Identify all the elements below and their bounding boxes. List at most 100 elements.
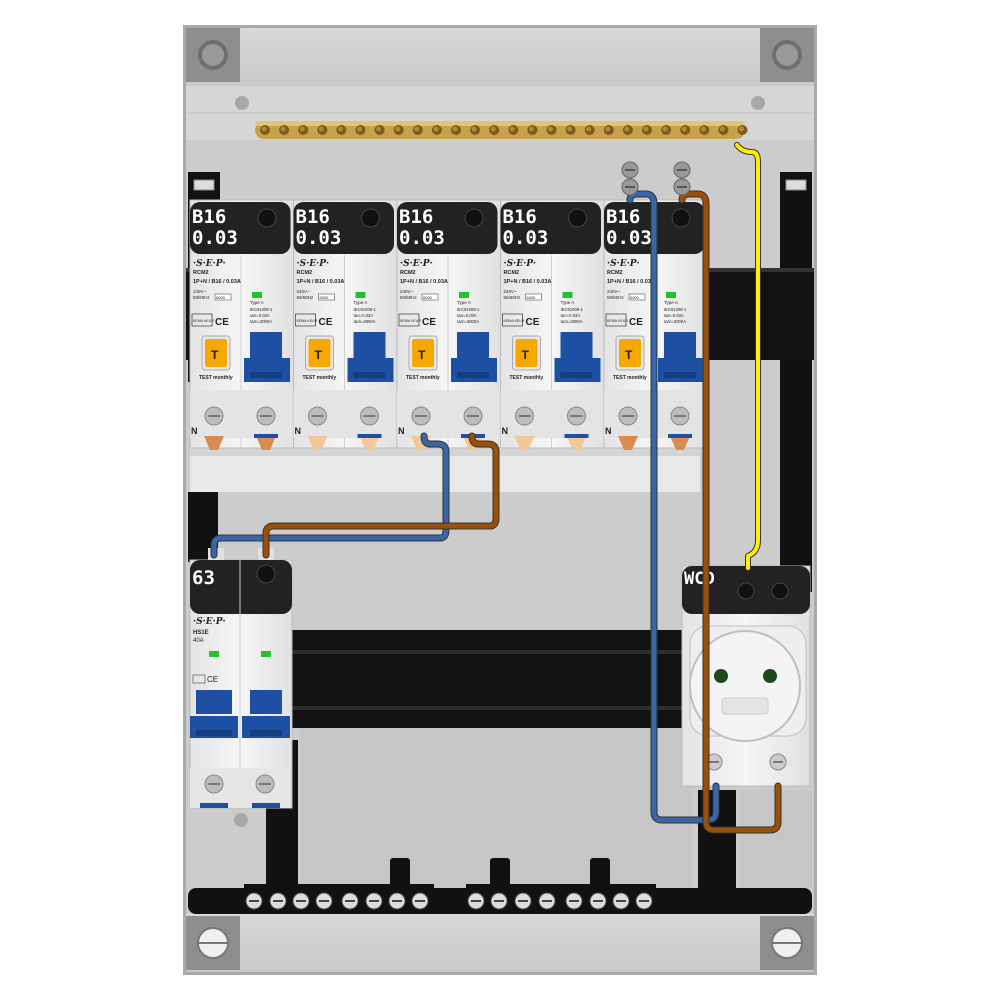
main-switch-model: HS1E [193, 630, 209, 636]
busbar-hole-highlight [662, 126, 668, 132]
comb-tab [670, 436, 690, 450]
comb-tab [256, 436, 276, 450]
socket-label: WCD [684, 569, 715, 589]
rcbo-model: RCM2 [297, 270, 313, 276]
rcbo-type: Type A [457, 300, 471, 305]
screw-icon[interactable] [568, 208, 587, 228]
breaker-toggle-icon[interactable] [242, 690, 290, 738]
rcbo-badge: 6000 [216, 295, 226, 300]
breaker-toggle-icon[interactable] [554, 332, 601, 382]
din-rail-middle-highlight [290, 650, 682, 654]
indicator-green [355, 292, 366, 298]
rcbo-model: RCM2 [193, 270, 209, 276]
rcbo-ce: CE [422, 317, 436, 328]
breaker-toggle-icon[interactable] [658, 332, 704, 382]
screw-icon[interactable] [671, 208, 691, 228]
main-switch[interactable]: 63 ·S·E·P· HS1E 40A CE [189, 548, 293, 809]
rcbo-idn: IΔn=0.03A [354, 313, 374, 318]
test-button-icon[interactable]: T [305, 335, 334, 371]
rcbo-test-text: TEST monthly [510, 375, 544, 381]
rcbo-icn: IΔm=3000A [250, 319, 272, 324]
rating-badge-box [318, 293, 335, 301]
rcbo-test-text: TEST monthly [199, 375, 233, 381]
live-wire-brown [679, 191, 781, 833]
busbar-hole-highlight [337, 126, 343, 132]
screw-icon[interactable] [256, 564, 276, 584]
rcbo-ce: CE [319, 317, 333, 328]
rcbo-icn: IΔm=3000A [457, 319, 479, 324]
test-button-label: T [522, 348, 530, 362]
screw-icon[interactable] [771, 582, 789, 600]
rcbo-ce: CE [526, 317, 540, 328]
rating-badge-box [525, 293, 542, 301]
busbar-hole-highlight [414, 126, 420, 132]
terminal-clip [357, 434, 382, 438]
busbar-hole-highlight [261, 126, 267, 132]
rcbo-frequency: 50/60Hz [607, 295, 625, 300]
indicator-green [209, 651, 219, 657]
test-button-icon[interactable]: T [201, 335, 231, 371]
rcbo-standard: IEC61009-1 [457, 307, 480, 312]
busbar-hole-highlight [376, 126, 382, 132]
rcbo-idn: IΔn=0.03A [561, 313, 581, 318]
rcbo-brand: ·S·E·P· [193, 259, 226, 269]
test-button-icon[interactable]: T [512, 335, 541, 371]
indicator-green [459, 292, 469, 298]
mounting-holes [234, 96, 766, 827]
rcbo-rating: B16 [606, 206, 640, 228]
busbar-hole-highlight [318, 126, 324, 132]
rcbo-cert: KEMA KEUR [504, 319, 525, 323]
rcbo-icn: IΔm=3000A [664, 319, 686, 324]
busbar-hole-highlight [586, 126, 592, 132]
rcbo-idn: IΔn=0.03A [457, 313, 477, 318]
cert-box [605, 313, 627, 327]
rating-badge-box [214, 293, 232, 301]
busbar-hole-highlight [490, 126, 496, 132]
screw-icon[interactable] [257, 208, 277, 228]
test-button-label: T [315, 348, 323, 362]
breaker-toggle-icon[interactable] [451, 332, 497, 382]
rating-badge-box [628, 293, 646, 301]
rcbo-rating: B16 [296, 206, 330, 228]
rcbo-ce: CE [629, 317, 643, 328]
socket-face [689, 630, 801, 742]
socket-outlet[interactable]: WCD [681, 565, 811, 787]
rcbo-cert: KEMA KEUR [297, 319, 318, 323]
rcbo-voltage: 240V~ [400, 289, 414, 294]
rcbo-brand: ·S·E·P· [297, 259, 330, 269]
indicator-green [562, 292, 573, 298]
test-button-icon[interactable]: T [408, 335, 438, 371]
rcbo-cert: KEMA KEUR [400, 319, 421, 323]
rcbo-standard: IEC61009-1 [250, 307, 273, 312]
main-switch-brand: ·S·E·P· [193, 617, 226, 627]
screw-icon[interactable] [464, 208, 484, 228]
busbar-hole-highlight [739, 126, 744, 132]
corner-brackets [186, 28, 814, 970]
comb-tab [566, 436, 587, 450]
busbar-hole-highlight [471, 126, 477, 132]
rcbo-brand: ·S·E·P· [400, 259, 433, 269]
rcbo-voltage: 240V~ [607, 289, 621, 294]
indicator-green [252, 292, 262, 298]
screw-icon[interactable] [737, 582, 755, 600]
earth-wire-yellow [735, 143, 760, 570]
rcbo-voltage: 240V~ [193, 289, 207, 294]
rcbo-frequency: 50/60Hz [400, 295, 418, 300]
neutral-wire-blue [211, 433, 449, 558]
socket-pin-hole [763, 669, 777, 683]
cert-box [502, 313, 523, 327]
test-button-icon[interactable]: T [615, 335, 645, 371]
busbar-hole-highlight [719, 126, 725, 132]
breaker-toggle-icon[interactable] [244, 332, 290, 382]
rcbo-standard: IEC61009-1 [664, 307, 687, 312]
rcbo-idn: IΔn=0.03A [250, 313, 270, 318]
main-switch-rating: 63 [192, 567, 215, 589]
rcbo-model: RCM2 [400, 270, 416, 276]
breaker-toggle-icon[interactable] [190, 690, 238, 738]
breaker-toggle-icon[interactable] [347, 332, 394, 382]
screw-icon[interactable] [361, 208, 380, 228]
